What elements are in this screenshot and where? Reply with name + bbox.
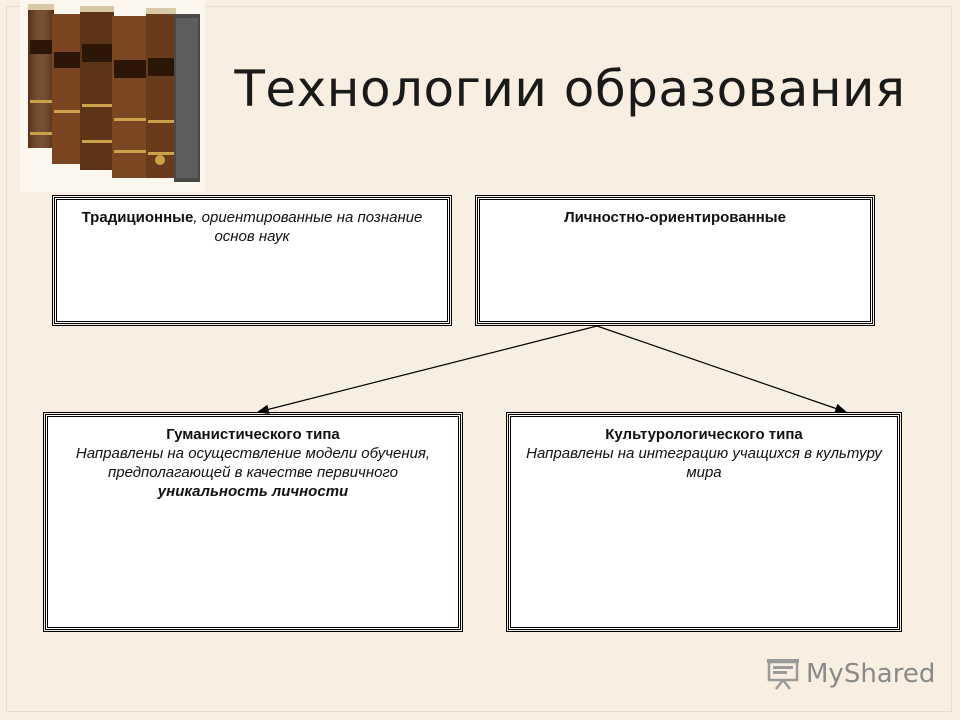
box-traditional: Традиционные, ориентированные на познани… — [52, 195, 452, 326]
watermark-logo: MyShared — [766, 656, 935, 692]
box-humanistic-emphasis: уникальность личности — [157, 483, 349, 500]
box-humanistic-heading: Гуманистического типа — [166, 426, 340, 443]
box-humanistic: Гуманистического типа Направлены на осущ… — [43, 412, 463, 632]
box-personal-heading: Личностно-ориентированные — [564, 209, 786, 226]
books-image — [20, 0, 205, 192]
watermark-brand: MyShared — [806, 659, 936, 689]
slide-frame — [6, 6, 952, 712]
box-traditional-heading: Традиционные — [81, 209, 194, 226]
presentation-board-icon — [767, 659, 799, 690]
box-personal: Личностно-ориентированные — [475, 195, 875, 326]
box-humanistic-body: Направлены на осуществление модели обуче… — [58, 444, 448, 501]
slide-title: Технологии образования — [234, 60, 906, 118]
box-humanistic-text: Направлены на осуществление модели обуче… — [75, 445, 431, 481]
box-cultural-heading: Культурологического типа — [605, 426, 803, 443]
box-cultural: Культурологического типа Направлены на и… — [506, 412, 902, 632]
box-cultural-text: Направлены на интеграцию учащихся в куль… — [526, 445, 882, 481]
box-traditional-text: , ориентированные на познание основ наук — [193, 209, 423, 245]
book-spine — [28, 8, 54, 148]
